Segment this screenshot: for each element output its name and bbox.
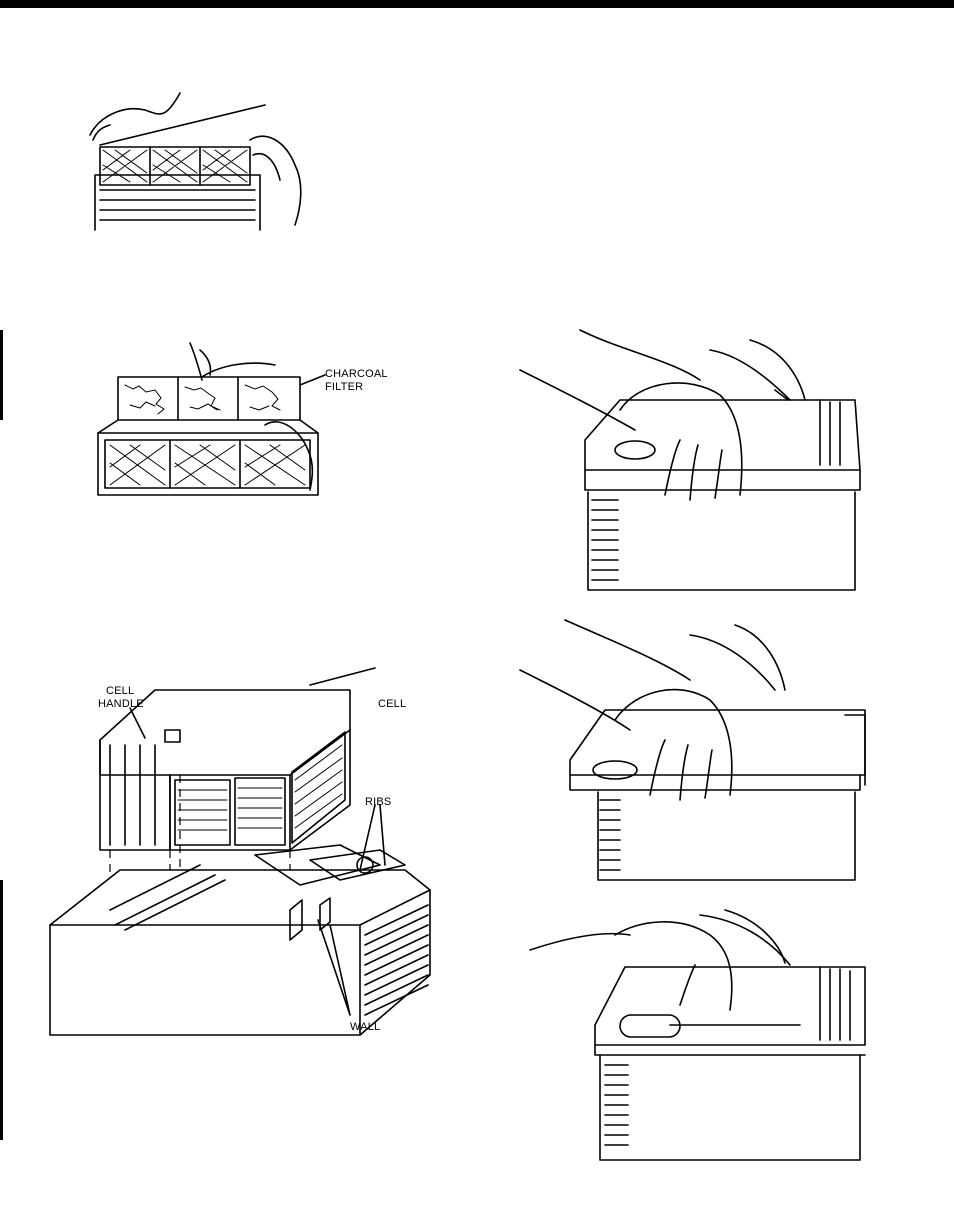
- scan-edge-mark: [0, 880, 3, 1140]
- prefilter-removal-illustration: [85, 85, 315, 235]
- scan-edge-mark: [0, 330, 3, 420]
- cell-label: CELL: [378, 698, 406, 710]
- cell-handle-label-line2: HANDLE: [98, 698, 144, 710]
- ribs-label: RIBS: [365, 796, 391, 808]
- header-rule: [0, 0, 954, 8]
- charcoal-filter-illustration: [90, 335, 330, 495]
- charcoal-filter-label-line2: FILTER: [325, 381, 363, 393]
- unit-cover-illustration-2: [520, 610, 870, 885]
- cell-exploded-illustration: [40, 660, 440, 1080]
- unit-cover-illustration-1: [520, 320, 870, 595]
- wall-label: WALL: [350, 1021, 380, 1033]
- charcoal-filter-label: CHARCOAL: [325, 368, 388, 380]
- unit-cover-illustration-3: [520, 905, 870, 1165]
- cell-handle-label: CELL: [106, 685, 134, 697]
